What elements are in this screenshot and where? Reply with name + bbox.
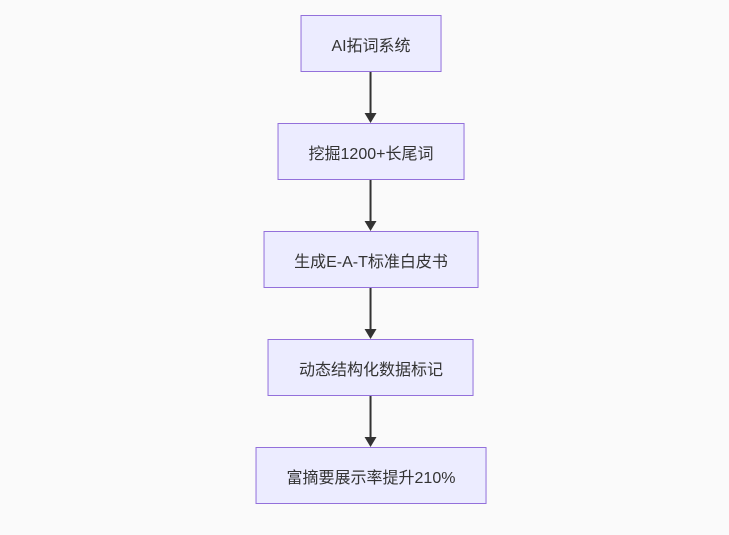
arrowhead-icon — [365, 113, 377, 123]
flow-node-label: 动态结构化数据标记 — [298, 361, 443, 379]
arrowhead-icon — [365, 437, 377, 447]
arrow-shaft — [370, 180, 372, 221]
arrow-shaft — [370, 396, 372, 437]
flow-node-longtail-mining: 挖掘1200+长尾词 — [277, 123, 465, 180]
arrow-down-icon — [365, 396, 377, 447]
flow-node-ai-word-system: AI拓词系统 — [300, 15, 442, 72]
flowchart: AI拓词系统 挖掘1200+长尾词 生成E-A-T标准白皮书 动态结构化数据标记… — [255, 15, 487, 504]
flow-node-label: 挖掘1200+长尾词 — [308, 145, 434, 163]
arrow-down-icon — [365, 180, 377, 231]
arrow-down-icon — [365, 72, 377, 123]
arrowhead-icon — [365, 329, 377, 339]
arrow-shaft — [370, 288, 372, 329]
arrowhead-icon — [365, 221, 377, 231]
flow-node-label: 生成E-A-T标准白皮书 — [294, 253, 448, 271]
flow-node-label: 富摘要展示率提升210% — [286, 469, 456, 487]
flow-node-rich-snippet-result: 富摘要展示率提升210% — [255, 447, 487, 504]
arrow-down-icon — [365, 288, 377, 339]
flow-node-eat-whitepaper: 生成E-A-T标准白皮书 — [263, 231, 479, 288]
arrow-shaft — [370, 72, 372, 113]
flow-node-label: AI拓词系统 — [331, 37, 411, 55]
flow-node-structured-data: 动态结构化数据标记 — [267, 339, 474, 396]
